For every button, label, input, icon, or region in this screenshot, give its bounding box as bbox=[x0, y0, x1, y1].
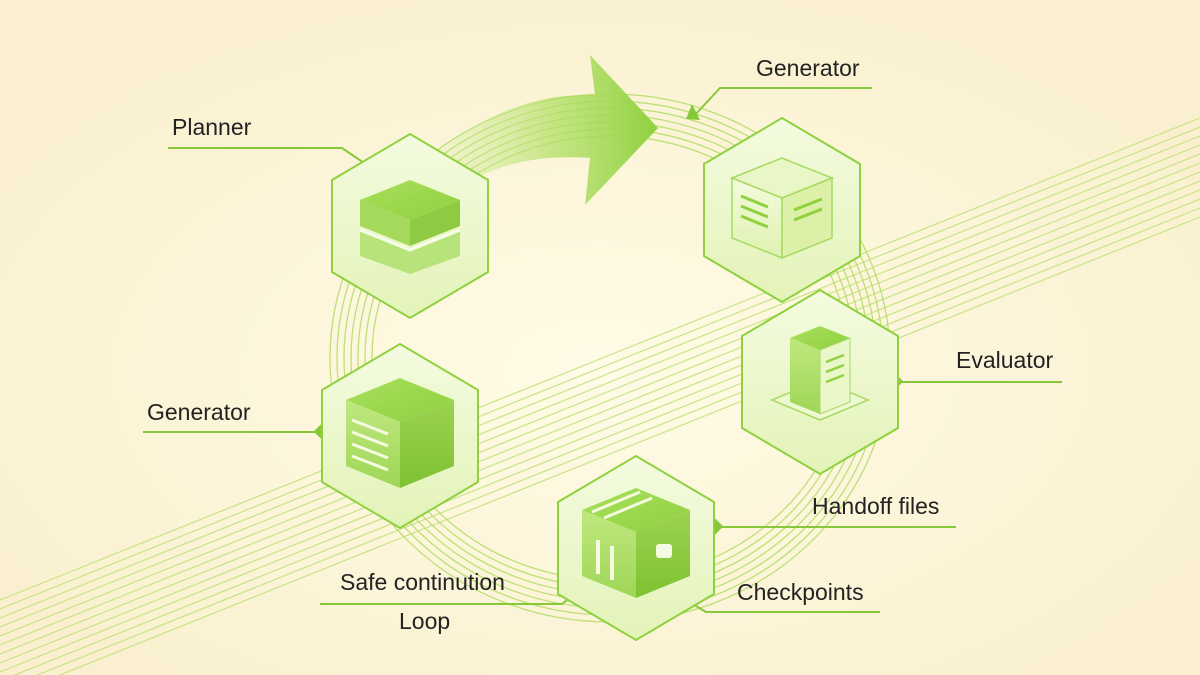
label-planner: Planner bbox=[172, 114, 252, 140]
node-handoff-checkpoints bbox=[557, 454, 715, 642]
archive-cube-icon bbox=[582, 488, 690, 598]
stack-cube-icon bbox=[346, 378, 454, 488]
node-evaluator bbox=[741, 288, 899, 476]
node-generator-top bbox=[703, 116, 861, 304]
server-tower-icon bbox=[770, 326, 870, 421]
label-safe-continuation: Safe continution bbox=[340, 569, 505, 595]
document-cube-icon bbox=[729, 157, 835, 260]
loop-direction-arrow bbox=[420, 55, 658, 205]
planner-block-icon bbox=[359, 180, 461, 274]
label-checkpoints: Checkpoints bbox=[737, 579, 864, 605]
label-handoff-files: Handoff files bbox=[812, 493, 940, 519]
diagonal-band-lines bbox=[0, 117, 1200, 675]
label-generator-left: Generator bbox=[147, 399, 251, 425]
label-evaluator: Evaluator bbox=[956, 347, 1054, 373]
node-planner bbox=[331, 132, 489, 320]
node-generator-left bbox=[321, 342, 479, 530]
label-generator-top: Generator bbox=[756, 55, 860, 81]
label-loop: Loop bbox=[399, 608, 451, 634]
